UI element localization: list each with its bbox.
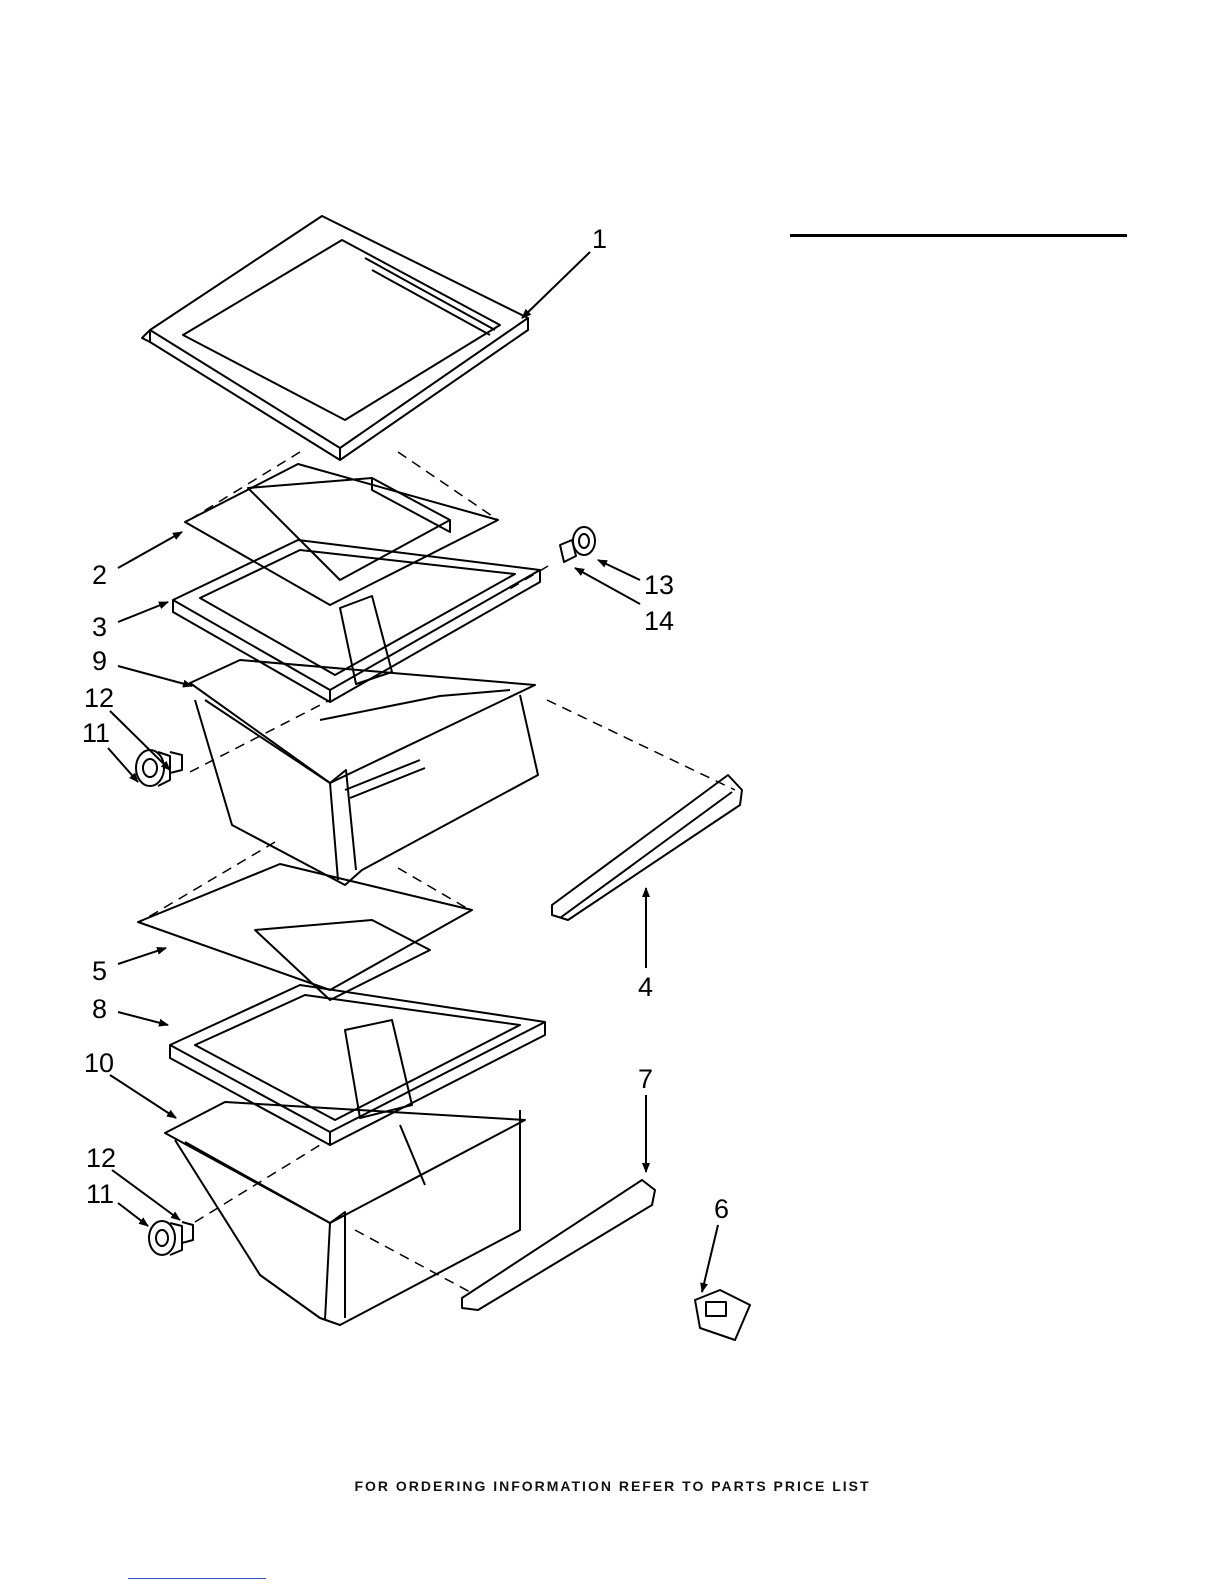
callout-3: 3 — [92, 612, 107, 642]
callout-9: 9 — [92, 646, 107, 676]
callout-12-upper: 12 — [84, 683, 114, 713]
part-11-roller-lower — [149, 1221, 182, 1255]
callout-7: 7 — [638, 1064, 653, 1094]
callout-10: 10 — [84, 1048, 114, 1078]
callout-11-upper: 11 — [82, 718, 110, 748]
part-2-cover-glass — [185, 464, 498, 605]
part-11-roller-upper — [136, 750, 170, 786]
callout-2: 2 — [92, 560, 107, 590]
part-12-axle-lower — [182, 1222, 193, 1243]
callout-14: 14 — [644, 606, 674, 636]
part-5-cover-glass — [138, 864, 472, 990]
callout-8: 8 — [92, 994, 107, 1024]
ordering-info-footer: FOR ORDERING INFORMATION REFER TO PARTS … — [0, 1478, 1225, 1494]
part-1-shelf — [142, 216, 528, 460]
part-9-upper-drawer — [190, 660, 538, 885]
callout-12-lower: 12 — [86, 1143, 116, 1173]
part-13-roller — [573, 527, 595, 555]
part-6-clip — [695, 1290, 750, 1340]
callout-1: 1 — [592, 224, 607, 254]
callout-6: 6 — [714, 1194, 729, 1224]
callout-11-lower: 11 — [86, 1179, 114, 1209]
callout-4: 4 — [638, 972, 653, 1002]
callout-13: 13 — [644, 570, 674, 600]
bottom-link-underline[interactable] — [128, 1578, 266, 1579]
part-12-axle-upper — [170, 752, 182, 773]
part-14-axle — [560, 540, 576, 562]
callout-5: 5 — [92, 956, 107, 986]
